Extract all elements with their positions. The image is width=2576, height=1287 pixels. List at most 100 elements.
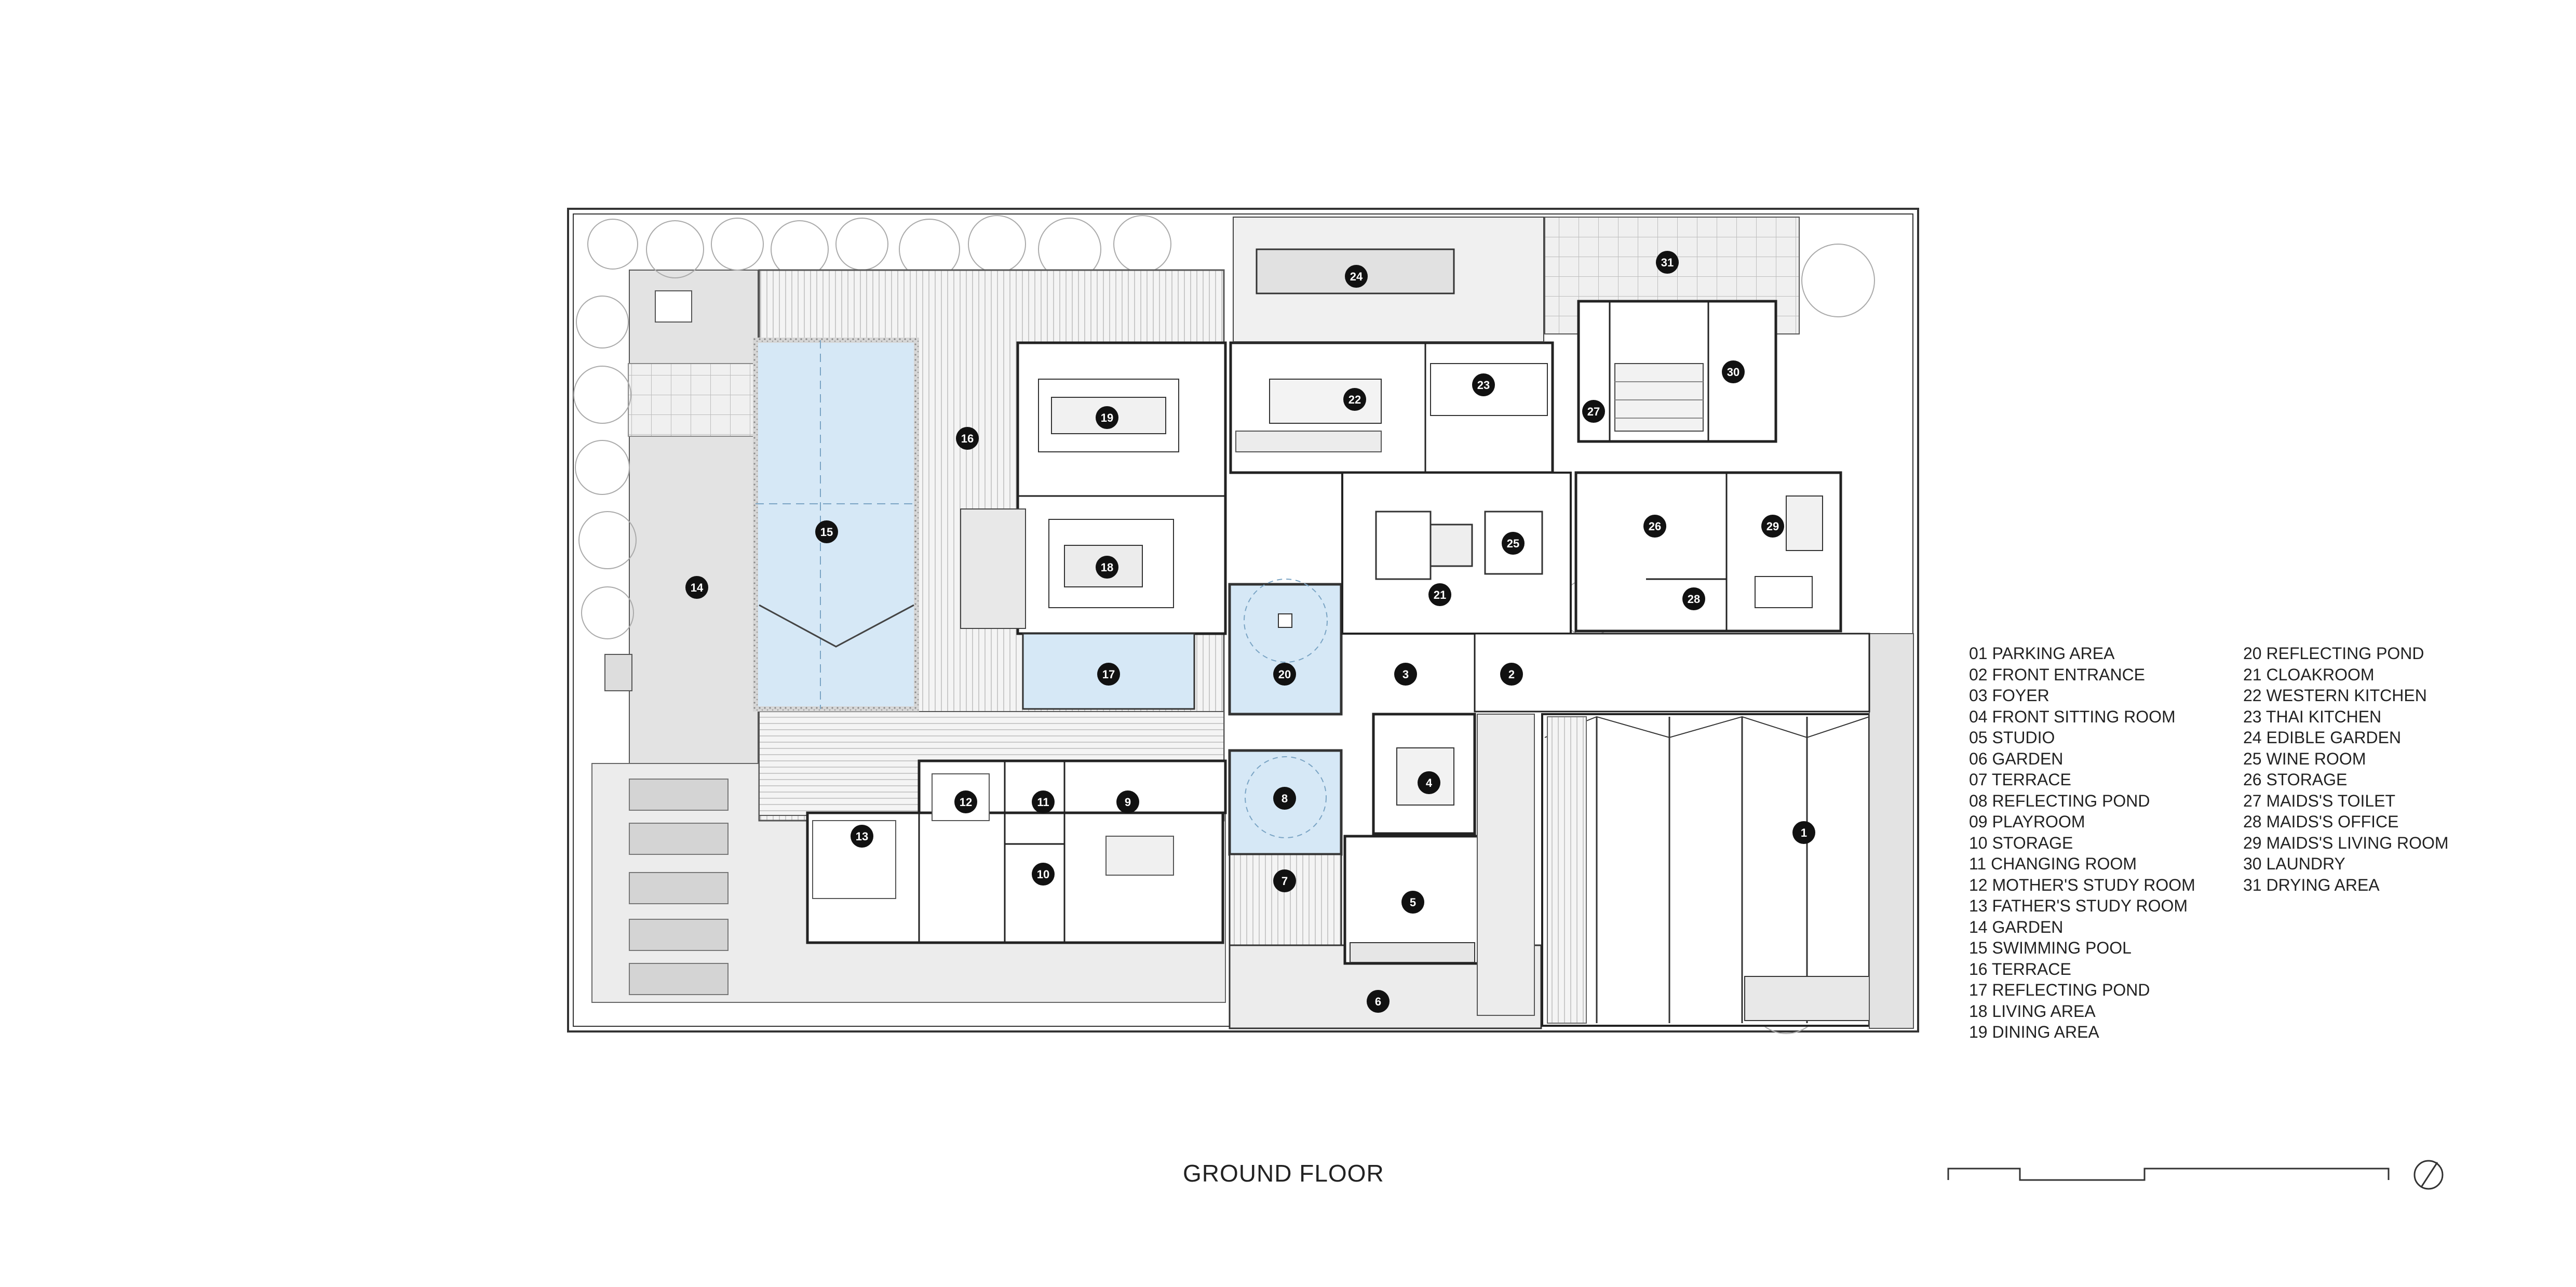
badge-17: 17 — [1097, 663, 1120, 686]
legend-item-19: 19 DINING AREA — [1969, 1023, 2099, 1041]
svg-text:30: 30 — [1727, 366, 1739, 379]
legend-item-3: 03 FOYER — [1969, 686, 2049, 705]
legend-item-28: 28 MAIDS'S OFFICE — [2243, 812, 2399, 831]
legend-item-5: 05 STUDIO — [1969, 728, 2055, 747]
badge-24: 24 — [1345, 265, 1368, 288]
svg-text:14: 14 — [691, 581, 704, 594]
kitchen-block — [1229, 341, 1554, 474]
svg-text:4: 4 — [1426, 776, 1433, 789]
svg-text:20: 20 — [1278, 668, 1291, 681]
edible-garden — [1233, 217, 1544, 342]
svg-text:13: 13 — [856, 830, 868, 843]
badge-27: 27 — [1582, 400, 1605, 423]
legend-item-9: 09 PLAYROOM — [1969, 812, 2085, 831]
badge-15: 15 — [815, 520, 838, 543]
drawing-title: GROUND FLOOR — [1183, 1160, 1384, 1187]
svg-text:12: 12 — [960, 796, 972, 809]
svg-text:28: 28 — [1688, 593, 1700, 606]
terrace-7-deck — [1229, 853, 1342, 946]
badge-12: 12 — [954, 790, 977, 813]
legend-item-18: 18 LIVING AREA — [1969, 1001, 2096, 1021]
legend-item-20: 20 REFLECTING POND — [2243, 644, 2424, 663]
svg-text:18: 18 — [1101, 561, 1113, 574]
badge-13: 13 — [851, 825, 873, 848]
legend-item-12: 12 MOTHER'S STUDY ROOM — [1969, 875, 2195, 894]
svg-text:17: 17 — [1102, 668, 1115, 681]
front-rooms — [1343, 713, 1535, 1016]
badge-22: 22 — [1343, 388, 1366, 411]
maids-quarters — [1574, 471, 1842, 633]
badge-20: 20 — [1273, 663, 1296, 686]
legend-item-11: 11 CHANGING ROOM — [1969, 854, 2137, 873]
legend-item-21: 21 CLOAKROOM — [2243, 665, 2375, 684]
svg-text:27: 27 — [1587, 405, 1600, 418]
north-arrow-icon — [2413, 1160, 2444, 1190]
svg-text:9: 9 — [1125, 796, 1131, 809]
badge-3: 3 — [1394, 663, 1417, 686]
svg-text:8: 8 — [1282, 792, 1288, 805]
badge-7: 7 — [1273, 869, 1296, 892]
legend-item-1: 01 PARKING AREA — [1969, 644, 2115, 663]
svg-text:26: 26 — [1649, 520, 1661, 533]
svg-text:22: 22 — [1348, 393, 1361, 406]
legend-item-13: 13 FATHER'S STUDY ROOM — [1969, 896, 2188, 915]
legend-item-10: 10 STORAGE — [1969, 833, 2073, 852]
badge-14: 14 — [685, 576, 708, 599]
badge-9: 9 — [1116, 790, 1139, 813]
front-entrance-zone — [1474, 633, 1870, 713]
badge-23: 23 — [1472, 373, 1495, 396]
badge-6: 6 — [1367, 990, 1390, 1013]
room-number-badges: 1 2 3 4 5 6 7 8 9 10 11 12 13 14 15 16 1… — [685, 251, 1815, 1013]
badge-11: 11 — [1032, 790, 1055, 813]
badge-28: 28 — [1682, 587, 1705, 610]
scale-bar — [1947, 1168, 2390, 1181]
legend-item-16: 16 TERRACE — [1969, 959, 2071, 978]
badge-26: 26 — [1643, 515, 1666, 538]
svg-text:11: 11 — [1037, 796, 1049, 809]
legend-item-6: 06 GARDEN — [1969, 749, 2064, 768]
legend-item-15: 15 SWIMMING POOL — [1969, 939, 2132, 957]
badge-29: 29 — [1761, 515, 1784, 538]
legend-column-2: 20 REFLECTING POND 21 CLOAKROOM 22 WESTE… — [2243, 643, 2449, 895]
svg-text:15: 15 — [820, 526, 833, 539]
legend-item-14: 14 GARDEN — [1969, 917, 2064, 936]
badge-21: 21 — [1428, 583, 1451, 606]
svg-text:21: 21 — [1434, 588, 1446, 601]
svg-text:5: 5 — [1410, 896, 1416, 909]
swimming-pool — [753, 338, 919, 712]
legend-item-17: 17 REFLECTING POND — [1969, 981, 2150, 999]
svg-text:3: 3 — [1402, 668, 1409, 681]
legend-item-30: 30 LAUNDRY — [2243, 854, 2345, 873]
badge-1: 1 — [1792, 821, 1815, 844]
legend-item-7: 07 TERRACE — [1969, 770, 2071, 789]
svg-text:29: 29 — [1766, 520, 1779, 533]
reflecting-pond-20 — [1228, 579, 1343, 716]
legend-item-8: 08 REFLECTING POND — [1969, 791, 2150, 810]
badge-19: 19 — [1096, 406, 1118, 429]
legend-item-27: 27 MAIDS'S TOILET — [2243, 791, 2396, 810]
badge-30: 30 — [1722, 360, 1745, 383]
badge-16: 16 — [956, 427, 979, 450]
badge-2: 2 — [1500, 663, 1523, 686]
svg-text:16: 16 — [961, 432, 974, 445]
svg-text:19: 19 — [1101, 411, 1113, 424]
badge-25: 25 — [1502, 532, 1525, 555]
svg-text:6: 6 — [1375, 995, 1381, 1008]
legend-item-31: 31 DRYING AREA — [2243, 875, 2380, 894]
svg-text:24: 24 — [1350, 270, 1363, 283]
svg-text:25: 25 — [1507, 537, 1519, 550]
svg-text:1: 1 — [1801, 826, 1807, 839]
legend-item-29: 29 MAIDS'S LIVING ROOM — [2243, 833, 2449, 852]
badge-10: 10 — [1032, 863, 1055, 886]
legend-item-26: 26 STORAGE — [2243, 770, 2348, 789]
svg-text:31: 31 — [1661, 256, 1674, 269]
legend-item-22: 22 WESTERN KITCHEN — [2243, 686, 2427, 705]
legend-item-24: 24 EDIBLE GARDEN — [2243, 728, 2402, 747]
badge-4: 4 — [1418, 771, 1440, 794]
service-block — [1577, 300, 1777, 443]
legend-column-1: 01 PARKING AREA 02 FRONT ENTRANCE 03 FOY… — [1969, 643, 2195, 1043]
core-rooms — [1341, 472, 1572, 635]
legend-item-25: 25 WINE ROOM — [2243, 749, 2366, 768]
badge-31: 31 — [1656, 251, 1679, 274]
